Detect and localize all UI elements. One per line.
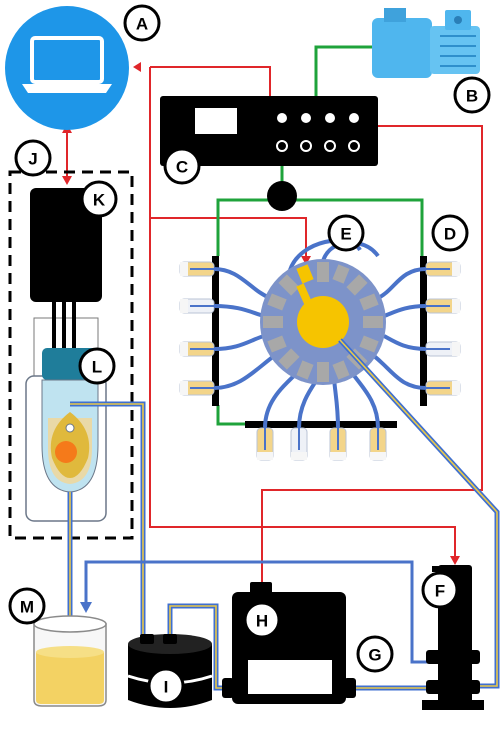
gas-pump (372, 8, 480, 78)
svg-text:I: I (164, 678, 169, 697)
svg-text:C: C (176, 158, 188, 177)
label-B: B (453, 76, 491, 114)
label-G: G (356, 635, 394, 673)
label-D: D (431, 214, 469, 252)
svg-text:E: E (340, 225, 351, 244)
label-H: H (243, 601, 281, 639)
svg-text:F: F (435, 582, 445, 601)
syringe-pump (222, 582, 356, 704)
svg-text:B: B (466, 87, 478, 106)
beaker (33, 615, 107, 707)
label-A: A (123, 4, 161, 42)
sample-racks (212, 256, 427, 428)
label-F: F (421, 571, 459, 609)
cell-tubing (67, 401, 146, 644)
label-J: J (14, 139, 52, 177)
svg-text:A: A (136, 15, 148, 34)
laptop-computer (5, 6, 129, 130)
control-unit (160, 96, 378, 211)
label-C: C (163, 147, 201, 185)
label-M: M (8, 587, 46, 625)
electrochemical-cell (25, 348, 107, 522)
svg-text:M: M (20, 598, 34, 617)
return-tube (84, 560, 430, 664)
vials-bottom (256, 427, 387, 461)
svg-text:L: L (92, 358, 102, 377)
svg-text:D: D (444, 225, 456, 244)
svg-text:J: J (28, 150, 37, 169)
vials-left (179, 261, 215, 396)
label-K: K (80, 180, 118, 218)
vials-right (425, 261, 461, 396)
label-I: I (147, 667, 185, 705)
svg-text:H: H (256, 612, 268, 631)
label-L: L (78, 347, 116, 385)
label-E: E (327, 214, 365, 252)
pump-tubing (167, 338, 500, 691)
svg-text:G: G (368, 646, 381, 665)
svg-text:K: K (93, 191, 106, 210)
